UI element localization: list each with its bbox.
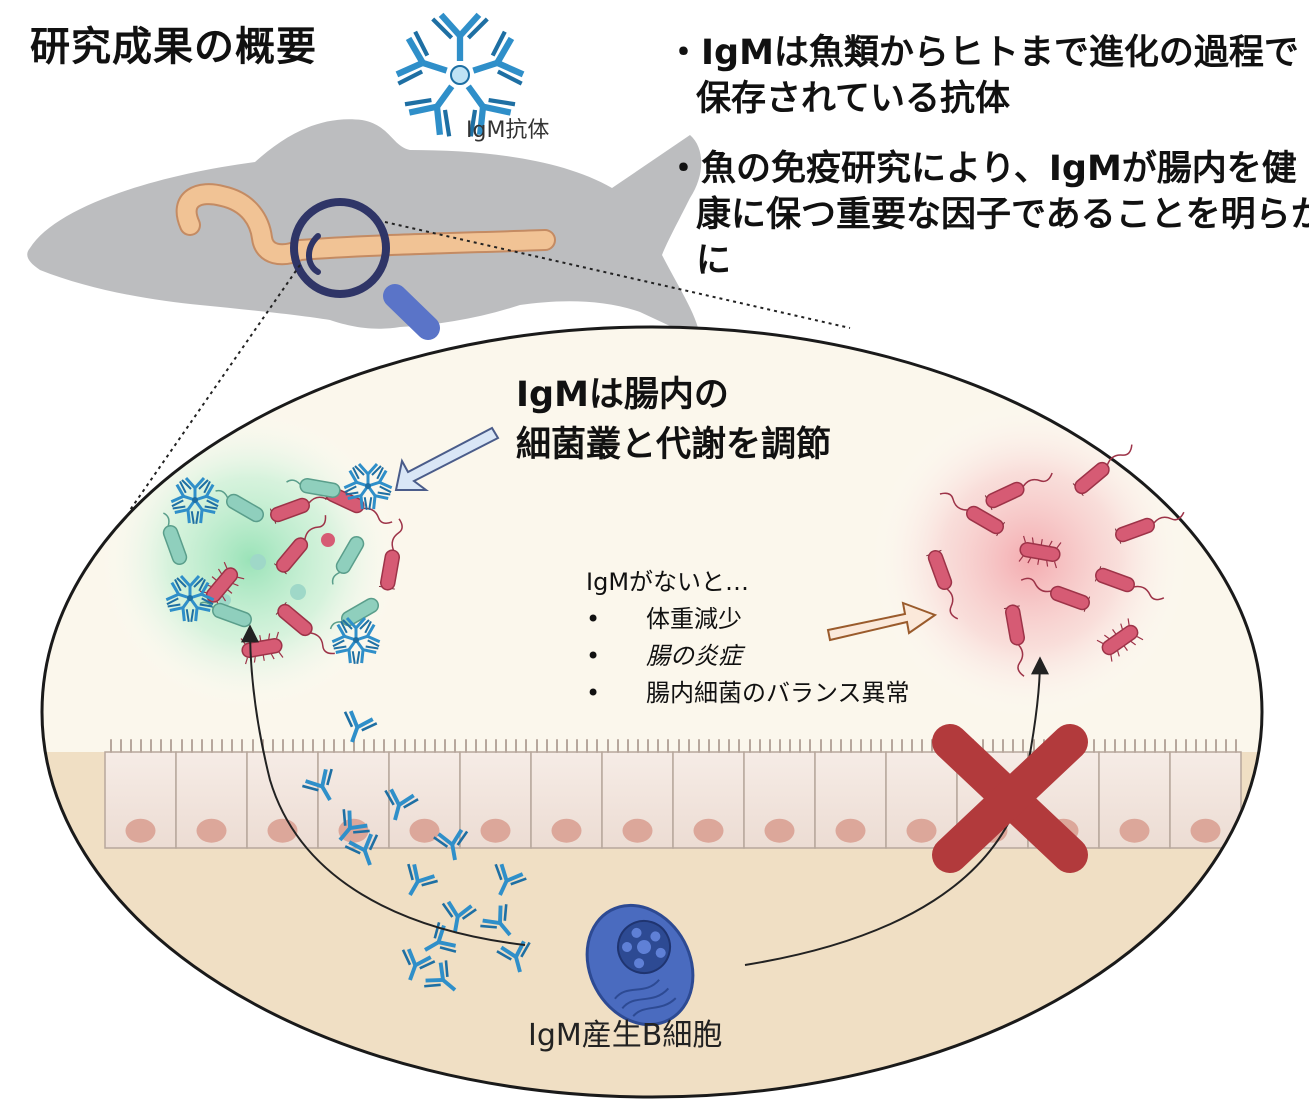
- cell-nucleus: [764, 818, 795, 843]
- callout-line-2: 細菌叢と代謝を調節: [516, 425, 832, 465]
- microbiota-callout: IgMは腸内の 細菌叢と代謝を調節: [516, 370, 831, 470]
- cell-nucleus: [551, 818, 582, 843]
- fish-illustration: [27, 119, 702, 340]
- zoom-guide-lines: [129, 221, 851, 511]
- summary-bullet-1: ・IgMは魚類からヒトまで進化の過程で保存されている抗体: [666, 33, 1299, 119]
- absence-heading: IgMがないと…: [586, 568, 750, 596]
- cell-nucleus: [906, 818, 937, 843]
- fish-gut: [175, 183, 556, 266]
- cell-nucleus: [480, 818, 511, 843]
- healthy-microbiota-cluster: [156, 464, 408, 665]
- effect-item: 腸の炎症: [586, 638, 910, 675]
- effect-item: 体重減少: [586, 601, 910, 638]
- absence-effects: IgMがないと… 体重減少 腸の炎症 腸内細菌のバランス異常: [586, 564, 910, 712]
- summary-bullet-2: ・魚の免疫研究により、IgMが腸内を健康に保つ重要な因子であることを明らかに: [666, 149, 1309, 281]
- b-cell-label: IgM産生B細胞: [528, 1018, 723, 1053]
- cell-nucleus: [693, 818, 724, 843]
- cell-nucleus: [622, 818, 653, 843]
- cell-nucleus: [409, 818, 440, 843]
- antibody-caption: IgM抗体: [466, 118, 550, 143]
- page-title: 研究成果の概要: [30, 24, 317, 70]
- cell-nucleus: [835, 818, 866, 843]
- igm-antibody-icon: [394, 15, 525, 140]
- callout-arrow: [394, 426, 500, 491]
- cross-icon: [932, 724, 1088, 873]
- callout-line-1: IgMは腸内の: [516, 375, 729, 415]
- cell-nucleus: [1190, 818, 1221, 843]
- effect-item: 腸内細菌のバランス異常: [586, 675, 910, 712]
- cell-nucleus: [196, 818, 227, 843]
- cell-nucleus: [125, 818, 156, 843]
- b-cell-icon: [585, 903, 695, 1027]
- magnifier-icon: [290, 198, 440, 340]
- transport-arrow-healthy: [241, 624, 526, 946]
- cell-nucleus: [1119, 818, 1150, 843]
